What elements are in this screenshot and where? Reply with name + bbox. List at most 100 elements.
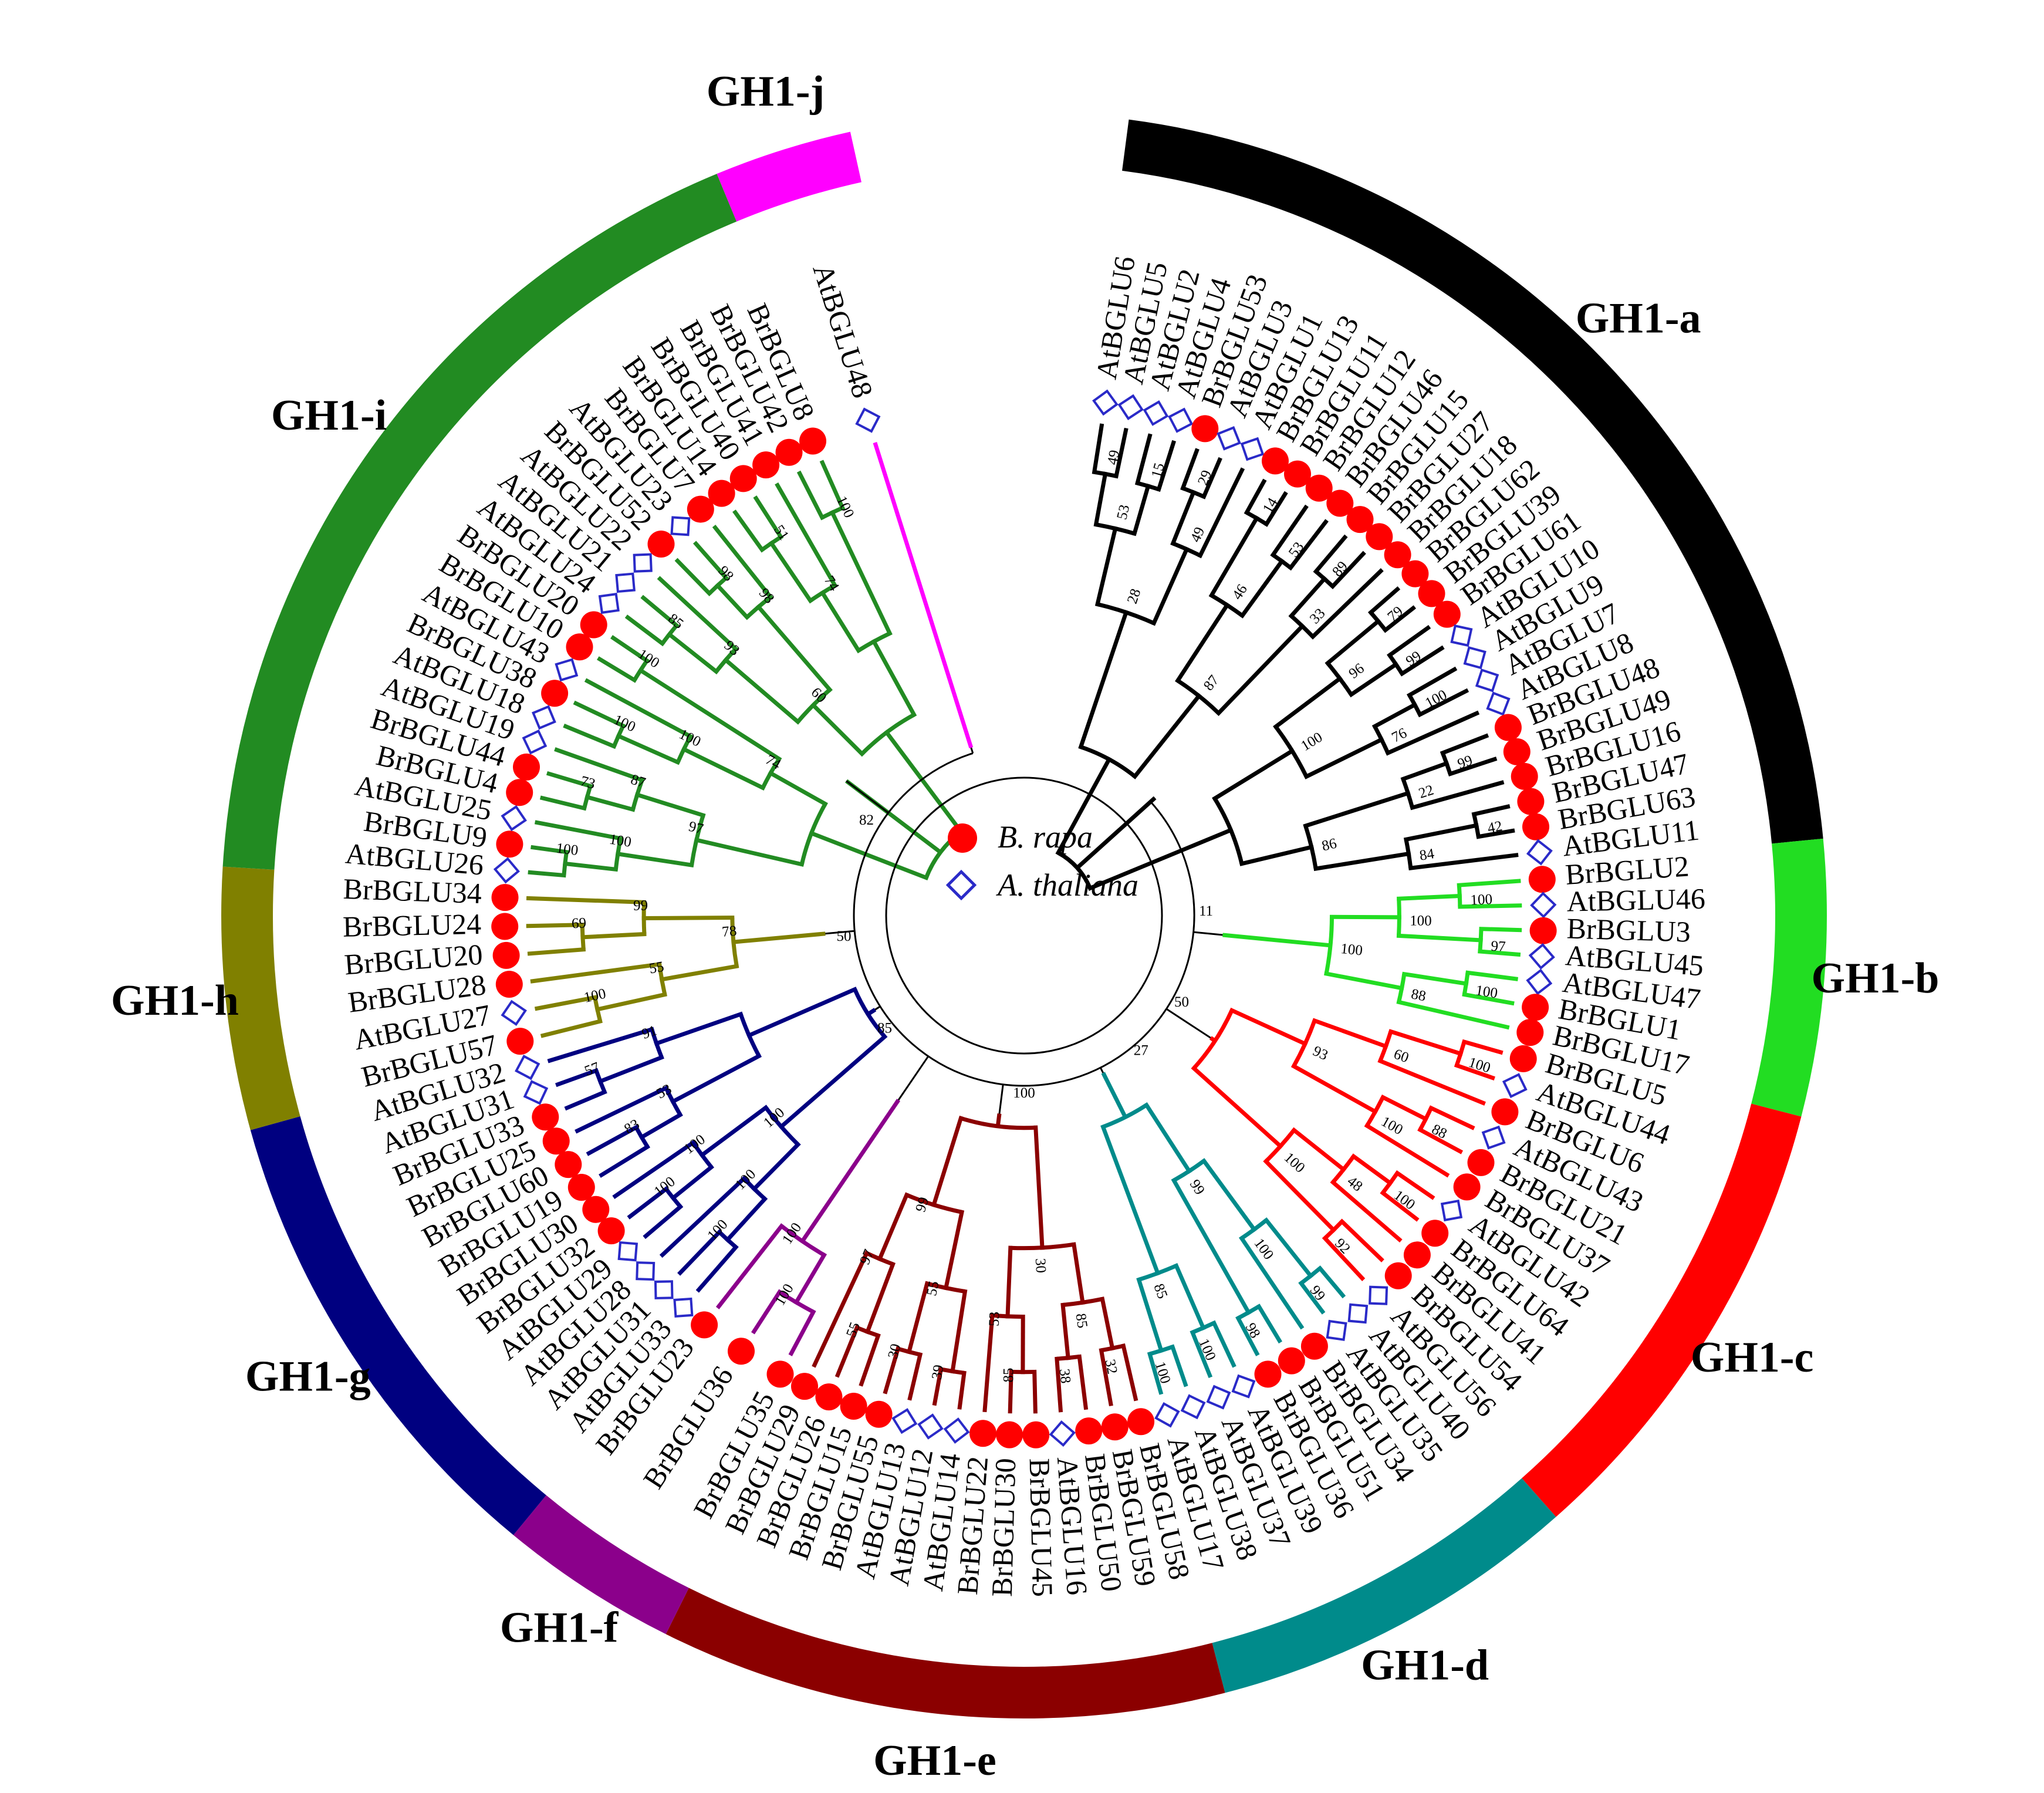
- backbone-bootstrap: 27: [1134, 1043, 1148, 1059]
- tree-branches: [526, 423, 1522, 1414]
- gh1-a-athaliana-marker: [1143, 400, 1169, 426]
- gh1-c-brapa-marker: [1384, 1262, 1412, 1289]
- gh1-c-bootstrap: 100: [1391, 1187, 1418, 1213]
- gh1-e-branch: [1100, 1296, 1115, 1351]
- species-markers: [491, 389, 1557, 1448]
- gh1-i-brapa-marker: [687, 495, 714, 523]
- gh1-b-athaliana-marker: [1528, 943, 1555, 970]
- gh1-f-bootstrap: 100: [779, 1220, 805, 1247]
- gh1-e-branch: [950, 1289, 968, 1374]
- gh1-g-branch: [638, 1112, 683, 1140]
- gh1-e-bootstrap: 30: [1032, 1258, 1049, 1273]
- gh1-e-branch: [932, 1367, 944, 1406]
- gh1-h-bootstrap: 55: [648, 959, 665, 977]
- gh1-b-brapa-marker: [1529, 917, 1557, 944]
- gh1-g-stem: [867, 1008, 877, 1016]
- gh1-a-branch: [1325, 618, 1381, 666]
- gh1-a-branch: [1410, 780, 1505, 811]
- gh1-a-branch: [1131, 483, 1151, 536]
- gh1-a-brapa-marker: [1494, 714, 1522, 741]
- gh1-g-branch: [597, 1055, 664, 1085]
- gh1-c-athaliana-marker: [1502, 1073, 1528, 1098]
- gh1-a-branch: [1131, 693, 1202, 779]
- gh1-i-branch: [596, 656, 637, 683]
- gh1-a-group-label: GH1-a: [1576, 294, 1701, 342]
- gh1-i-athaliana-marker: [633, 553, 653, 573]
- gh1-a-branch: [1078, 609, 1129, 750]
- gh1-e-bootstrap: 99: [913, 1195, 932, 1214]
- gh1-e-bootstrap: 55: [843, 1320, 863, 1339]
- gh1-i-brapa-marker: [506, 779, 533, 806]
- gh1-e-brapa-marker: [815, 1383, 843, 1411]
- gh1-a-branch: [1156, 440, 1176, 492]
- backbone-spoke: [1150, 797, 1156, 803]
- backbone-bootstrap: 50: [1174, 994, 1189, 1010]
- gh1-i-branch: [616, 733, 681, 765]
- gh1-i-athaliana-marker: [493, 857, 520, 884]
- gh1-e-branch: [1033, 1125, 1045, 1250]
- gh1-a-branch: [1151, 546, 1190, 626]
- gh1-g-brapa-marker: [542, 1127, 570, 1155]
- gh1-a-branch: [1197, 467, 1245, 559]
- gh1-a-branch: [1387, 624, 1431, 659]
- gh1-d-bootstrap: 99: [1307, 1282, 1329, 1304]
- gh1-i-brapa-marker: [580, 611, 607, 639]
- gh1-a-brapa-marker: [1284, 460, 1311, 488]
- gh1-c-bootstrap: 100: [1281, 1150, 1308, 1176]
- gh1-i-branch: [753, 495, 784, 540]
- gh1-a-bootstrap: 87: [1201, 673, 1222, 694]
- gh1-e-branch: [1099, 1348, 1113, 1407]
- gh1-a-branch: [1385, 710, 1480, 756]
- gh1-g-branch: [677, 1229, 722, 1276]
- gh1-i-group-label: GH1-i: [271, 391, 387, 440]
- gh1-a-athaliana-marker: [1240, 437, 1265, 461]
- gh1-e-athaliana-marker: [891, 1408, 918, 1434]
- gh1-c-arc: [1522, 1103, 1802, 1517]
- gh1-i-branch: [563, 861, 619, 872]
- gh1-e-bootstrap: 85: [1072, 1312, 1090, 1329]
- gh1-c-brapa-marker: [1453, 1173, 1481, 1201]
- gh1-g-branch: [575, 1085, 669, 1134]
- gh1-f-branch: [793, 1252, 827, 1305]
- gh1-a-brapa-marker: [1262, 447, 1289, 475]
- gh1-e-branch: [877, 1192, 910, 1262]
- gh1-e-brapa-marker: [996, 1421, 1023, 1448]
- gh1-a-branch: [1134, 433, 1153, 486]
- gh1-d-bootstrap: 100: [1195, 1336, 1219, 1363]
- gh1-c-bootstrap: 100: [1467, 1055, 1492, 1076]
- gh1-b-branch: [1401, 971, 1469, 986]
- gh1-i-branch: [657, 576, 739, 652]
- gh1-c-bootstrap: 93: [1310, 1043, 1330, 1063]
- gh1-e-bootstrap: 30: [885, 1342, 904, 1360]
- gh1-g-branch: [746, 987, 858, 1038]
- gh1-i-branch: [819, 590, 861, 654]
- gh1-c-stem: [1209, 1036, 1217, 1043]
- gh1-a-branch: [1288, 576, 1327, 619]
- gh1-h-branch: [580, 931, 647, 940]
- gh1-d-branch: [1211, 1320, 1236, 1368]
- gh1-d-bootstrap: 85: [1150, 1282, 1170, 1301]
- gh1-i-branch: [810, 702, 865, 757]
- gh1-e-bootstrap: 55: [924, 1279, 942, 1297]
- gh1-a-branch: [1244, 478, 1267, 516]
- gh1-i-branch: [563, 724, 617, 749]
- gh1-a-branch: [1329, 551, 1366, 590]
- gh1-h-leaf-label: BrBGLU34: [343, 872, 482, 910]
- gh1-i-branch: [722, 657, 801, 725]
- gh1-h-bootstrap: 78: [721, 923, 737, 940]
- gh1-h-branch: [527, 947, 586, 956]
- gh1-h-leaf-label: BrBGLU24: [342, 907, 481, 943]
- gh1-d-athaliana-marker: [1206, 1385, 1231, 1410]
- gh1-a-branch: [1471, 804, 1511, 817]
- gh1-i-branch: [755, 604, 833, 693]
- gh1-h-brapa-marker: [495, 971, 523, 998]
- gh1-a-branch: [1239, 558, 1285, 619]
- legend-circle-marker: [948, 823, 977, 853]
- gh1-a-bootstrap: 46: [1229, 582, 1251, 603]
- gh1-d-athaliana-marker: [1231, 1374, 1256, 1399]
- gh1-i-branch: [694, 838, 805, 867]
- gh1-b-branch: [1458, 903, 1522, 909]
- gh1-e-athaliana-marker: [1049, 1420, 1076, 1447]
- gh1-g-branch: [555, 1068, 599, 1088]
- gh1-h-brapa-marker: [491, 913, 519, 940]
